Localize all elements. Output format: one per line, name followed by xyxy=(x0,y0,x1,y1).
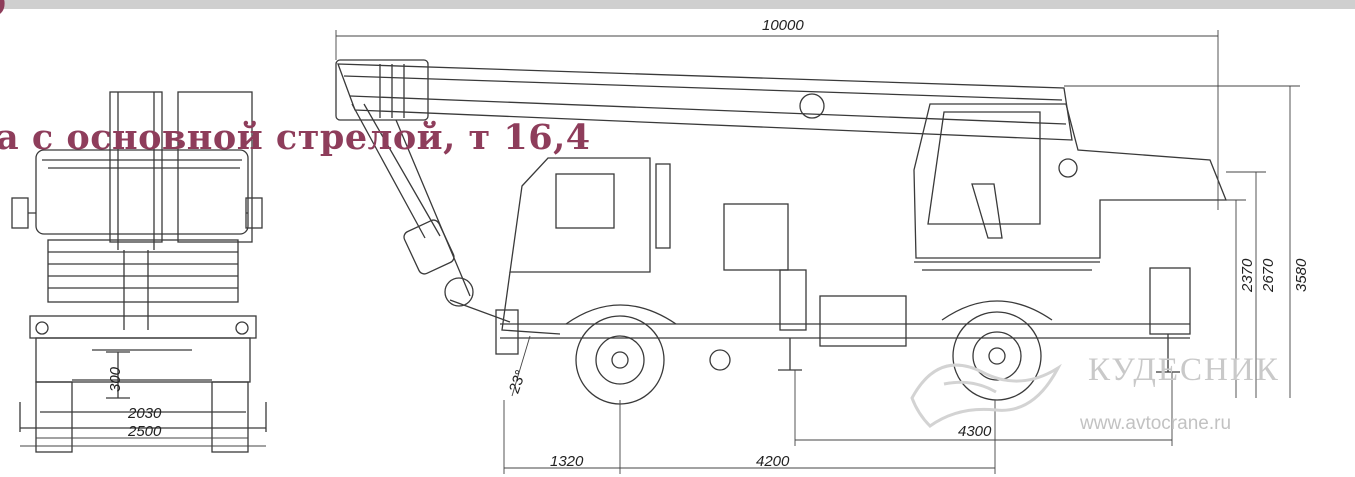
watermark-name: КУДЕСНИК xyxy=(1088,352,1280,388)
dim-height-2370: 2370 xyxy=(1239,258,1256,293)
corner-glyph: ) xyxy=(0,0,7,19)
watermark-logo xyxy=(910,363,1062,428)
watermark-url: www.avtocrane.ru xyxy=(1080,413,1232,434)
side-view xyxy=(335,59,1227,405)
dim-outrigger-spread: 4300 xyxy=(958,423,992,440)
dimension-lines xyxy=(20,30,1300,474)
dim-height-2670: 2670 xyxy=(1260,258,1277,293)
dim-overall-length: 10000 xyxy=(762,17,804,34)
slide-title: а с основной стрелой, т 16,4 xyxy=(0,117,591,158)
dim-front-track: 2030 xyxy=(127,405,162,422)
top-bar xyxy=(0,0,1355,9)
dim-front-width: 2500 xyxy=(127,423,162,440)
front-view xyxy=(11,91,267,453)
dim-approach-angle: 23° xyxy=(505,368,529,396)
dim-ground-clearance: 300 xyxy=(107,366,124,392)
dim-height-3580: 3580 xyxy=(1293,258,1310,292)
dim-wheelbase: 4200 xyxy=(756,453,790,470)
dim-front-overhang: 1320 xyxy=(550,453,584,470)
